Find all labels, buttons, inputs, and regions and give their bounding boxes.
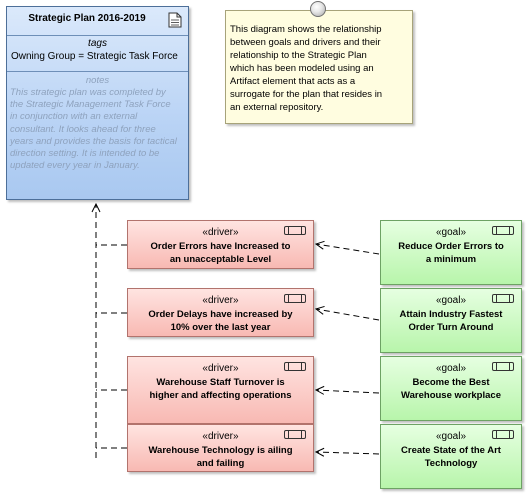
stereotype-label: «driver» (202, 363, 239, 374)
stereotype-label: «goal» (435, 227, 467, 238)
driver-icon (284, 430, 306, 439)
stereotype-label: «driver» (202, 227, 239, 238)
driver-icon (284, 226, 306, 235)
stereotype-label: «goal» (435, 295, 467, 306)
stereotype-label: «goal» (435, 431, 467, 442)
goal-driver-link-1 (316, 244, 380, 255)
stereotype-label: «goal» (435, 363, 467, 374)
artifact-divider (7, 71, 188, 72)
tags-value: Owning Group = Strategic Task Force (11, 51, 178, 62)
stereotype-label: «driver» (202, 431, 239, 442)
goal-driver-link-4 (316, 452, 380, 454)
notes-text: This strategic plan was completed by the… (10, 87, 177, 172)
goal-icon (492, 430, 514, 439)
strategic-plan-artifact[interactable]: Strategic Plan 2016-2019 tags Owning Gro… (6, 6, 189, 200)
note-pin-icon (310, 1, 326, 17)
driver-icon (284, 362, 306, 371)
artifact-title: Strategic Plan 2016-2019 (28, 13, 146, 24)
goal-icon (492, 294, 514, 303)
document-icon (168, 12, 182, 28)
notes-header: notes (85, 75, 110, 86)
goal-driver-link-2 (316, 309, 380, 321)
artifact-divider (7, 35, 188, 36)
goal-icon (492, 226, 514, 235)
driver-icon (284, 294, 306, 303)
goal-driver-link-3 (316, 390, 380, 393)
note-text: This diagram shows the relationship betw… (230, 24, 383, 113)
tags-header: tags (88, 38, 107, 49)
goal-icon (492, 362, 514, 371)
diagram-note[interactable]: This diagram shows the relationship betw… (225, 10, 413, 124)
stereotype-label: «driver» (202, 295, 239, 306)
